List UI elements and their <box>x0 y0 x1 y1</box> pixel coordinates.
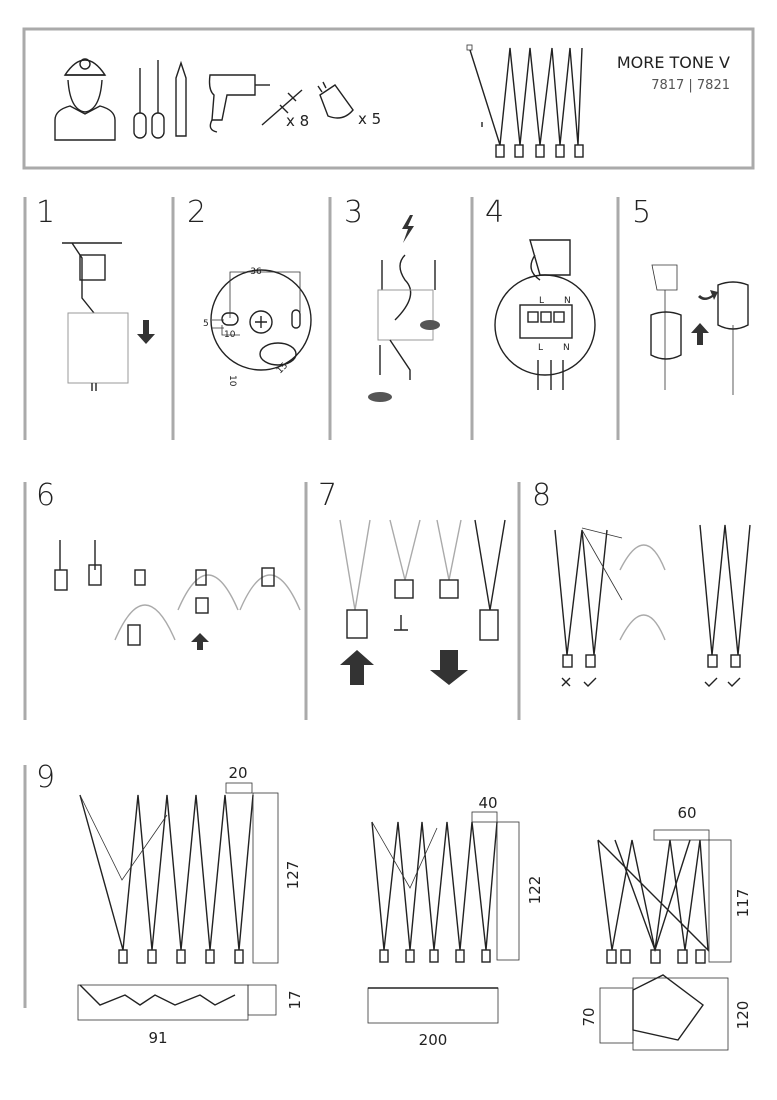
terminal-n-bottom: N <box>563 343 570 353</box>
check-icon <box>704 677 718 687</box>
dim-height-122: 122 <box>526 876 544 905</box>
screwdrivers-icon <box>133 60 165 139</box>
dim-10a: 10 <box>224 330 236 340</box>
terminal-n-top: N <box>564 296 571 306</box>
dim-width-200: 200 <box>419 1031 448 1049</box>
terminal-l-bottom: L <box>538 343 543 353</box>
dim-spacing-20: 20 <box>228 764 247 782</box>
step-number-9: 9 <box>36 760 55 795</box>
arrow-down-icon <box>430 650 468 685</box>
step-number-7: 7 <box>318 478 337 513</box>
step-number-3: 3 <box>344 195 363 230</box>
dim-depth-17: 17 <box>286 990 304 1009</box>
product-silhouette <box>466 44 584 158</box>
cross-icon <box>561 677 571 687</box>
header-box <box>22 27 755 170</box>
step3-illustration <box>368 215 440 402</box>
step-dividers-row2 <box>23 482 521 720</box>
drill-icon <box>208 74 270 133</box>
dim-height-127: 127 <box>284 861 302 890</box>
dim-spacing-40: 40 <box>478 794 497 812</box>
product-codes: 7817 | 7821 <box>651 78 730 93</box>
bulb-count: x 5 <box>358 110 381 128</box>
anchor-count: x 8 <box>286 112 309 130</box>
lightning-icon <box>402 215 414 243</box>
step2-illustration <box>210 269 312 371</box>
arrow-up-icon <box>340 650 374 685</box>
step9-config-20 <box>77 782 279 1021</box>
step-dividers-row1 <box>23 197 620 440</box>
step6-illustration <box>54 540 301 650</box>
product-name: MORE TONE V <box>617 53 730 72</box>
check-icon <box>583 677 597 687</box>
dim-5: 5 <box>203 319 209 329</box>
step8-illustration <box>554 524 751 687</box>
step1-illustration <box>62 242 155 391</box>
step-number-8: 8 <box>532 478 551 513</box>
dim-10b: 10 <box>227 375 237 387</box>
arrow-up-icon <box>691 323 709 345</box>
dim-36: 36 <box>250 267 262 277</box>
step-number-6: 6 <box>36 478 55 513</box>
installer-icon <box>54 58 116 141</box>
rotate-arrow-icon <box>698 290 718 300</box>
step-number-5: 5 <box>632 195 651 230</box>
step9-config-60 <box>597 829 732 1051</box>
dim-height-117: 117 <box>734 889 752 918</box>
terminal-l-top: L <box>539 296 544 306</box>
bulb-icon <box>317 81 354 119</box>
step9-config-40 <box>367 811 520 1024</box>
step7-illustration <box>339 519 506 685</box>
step-number-1: 1 <box>36 195 55 230</box>
dim-spacing-60: 60 <box>677 804 696 822</box>
wall-plug-icon <box>261 89 303 126</box>
step5-illustration <box>650 264 749 395</box>
arrow-down-icon <box>137 320 155 344</box>
step-number-4: 4 <box>485 195 504 230</box>
arrow-up-icon <box>191 633 209 650</box>
dim-width-120: 120 <box>734 1001 752 1030</box>
check-icon <box>727 677 741 687</box>
dim-depth-70: 70 <box>580 1007 598 1026</box>
dim-width-91: 91 <box>148 1029 167 1047</box>
step4-illustration <box>494 239 596 390</box>
step-number-2: 2 <box>187 195 206 230</box>
pencil-icon <box>175 60 187 137</box>
